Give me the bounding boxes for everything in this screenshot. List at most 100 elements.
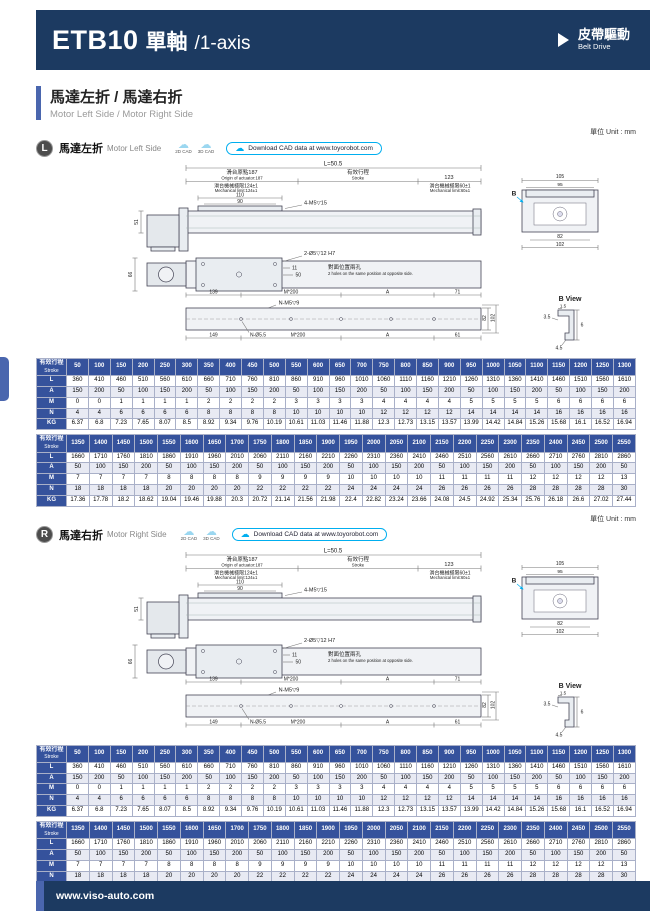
table-cell: 50 xyxy=(521,848,545,861)
stroke-col-header: 2450 xyxy=(566,434,591,453)
stroke-col-header: 950 xyxy=(459,357,483,377)
table-cell: 2860 xyxy=(612,451,636,464)
row-label: L xyxy=(36,451,67,464)
drawing-shape xyxy=(521,564,599,637)
table-cell: 11.03 xyxy=(306,418,330,431)
table-cell: 50 xyxy=(547,386,571,398)
stroke-col-header: 1850 xyxy=(293,820,318,840)
table-cell: 9.34 xyxy=(219,418,242,431)
b-dim-4-5: 4.5 xyxy=(556,732,563,738)
slider-top-view xyxy=(195,644,283,678)
table-cell: 22 xyxy=(293,483,318,496)
table-cell: 6 xyxy=(591,783,614,796)
drawing-shape xyxy=(132,642,303,678)
row-label: KG xyxy=(36,418,67,431)
cad-2d-link[interactable]: ☁ 2D CAD xyxy=(175,140,192,155)
table-cell: 6 xyxy=(153,794,177,807)
table-cell: 50 xyxy=(109,386,133,398)
table-cell: 1760 xyxy=(111,838,136,850)
table-cell: 100 xyxy=(179,848,204,861)
table-cell: 12 xyxy=(372,407,396,420)
table-cell: 910 xyxy=(306,375,330,388)
mech-limit-left-cjk: 滑台機械極限124±1 xyxy=(214,569,258,576)
drive-type: 皮帶驅動 Belt Drive xyxy=(557,27,630,52)
rail-body xyxy=(185,597,482,620)
table-cell: 1060 xyxy=(372,375,396,388)
dim-110: 110 xyxy=(236,193,244,199)
drawing-shape xyxy=(138,597,144,620)
stroke-col-header: 2000 xyxy=(361,820,386,840)
table-cell: 810 xyxy=(262,375,286,388)
drawing-shape xyxy=(146,257,482,292)
table-cell: 1860 xyxy=(157,451,181,464)
table-cell: 2710 xyxy=(543,451,568,464)
table-cell: 15.26 xyxy=(525,418,549,431)
stroke-col-header: 1350 xyxy=(66,434,90,453)
table-cell: 10 xyxy=(407,473,431,485)
table-cell: 4 xyxy=(66,794,89,807)
table-cell: 200 xyxy=(225,462,249,475)
table-cell: 2660 xyxy=(521,451,545,464)
table-cell: 150 xyxy=(202,462,227,475)
cad-3d-link[interactable]: ☁ 3D CAD xyxy=(203,526,220,542)
stroke-col-header: 1350 xyxy=(66,820,90,840)
website-url[interactable]: www.viso-auto.com xyxy=(56,890,155,902)
table-cell: 24 xyxy=(407,483,431,496)
table-cell: 8 xyxy=(219,407,242,420)
table-cell: 200 xyxy=(589,848,613,861)
drawing-shape xyxy=(282,255,303,262)
table-cell: 6.37 xyxy=(66,805,89,817)
table-cell: 2760 xyxy=(566,838,591,850)
table-cell: 14 xyxy=(503,794,527,807)
table-cell: 150 xyxy=(591,772,614,785)
table-cell: 10 xyxy=(384,473,409,485)
origin-label-en: Origin of actuator:187 xyxy=(221,176,263,181)
table-cell: 200 xyxy=(437,386,461,398)
axis-title-cjk: 單軸 xyxy=(145,30,188,54)
table-cell: 710 xyxy=(219,761,242,774)
table-cell: 150 xyxy=(202,848,227,861)
table-cell: 28 xyxy=(543,483,568,496)
table-cell: 6.8 xyxy=(87,418,111,431)
stroke-col-header: 1550 xyxy=(157,820,181,840)
download-cad-button[interactable]: ☁ Download CAD data at www.toyorobot.com xyxy=(226,141,382,155)
end-dim-82: 82 xyxy=(557,234,563,240)
cad-2d-link[interactable]: ☁ 2D CAD xyxy=(181,526,198,542)
table-cell: 150 xyxy=(66,386,89,398)
stroke-col-header: 1250 xyxy=(591,357,614,377)
table-cell: 11 xyxy=(498,473,522,485)
stroke-col-header: 2000 xyxy=(361,434,386,453)
stroke-col-header: 1800 xyxy=(270,434,295,453)
row-label: M xyxy=(36,396,67,409)
slider-plate xyxy=(197,205,283,212)
panel-right-title-cjk: 馬達右折 xyxy=(59,529,103,542)
table-cell: 1460 xyxy=(547,375,571,388)
drawing-shape xyxy=(185,165,482,185)
stroke-col-header: 1200 xyxy=(569,744,592,763)
table-cell: 7 xyxy=(66,859,90,872)
stroke-col-header: 800 xyxy=(394,357,417,377)
stroke-col-header: 1100 xyxy=(525,744,549,763)
stroke-col-header: 350 xyxy=(197,744,221,763)
table-cell: 16.1 xyxy=(569,805,592,817)
table-cell: 6 xyxy=(569,396,592,409)
cad-3d-link[interactable]: ☁ 3D CAD xyxy=(198,140,215,155)
table-cell: 9 xyxy=(293,473,318,485)
table-cell: 9 xyxy=(270,859,295,872)
table-cell: 13.99 xyxy=(459,418,483,431)
table-cell: 20.3 xyxy=(225,494,249,507)
stroke-col-header: 250 xyxy=(153,744,177,763)
drawing-shape xyxy=(201,648,205,653)
dim-110: 110 xyxy=(236,579,244,585)
table-cell: 100 xyxy=(452,462,477,475)
table-cell: 50 xyxy=(197,386,221,398)
stroke-col-header: 900 xyxy=(437,357,461,377)
table-cell: 1360 xyxy=(503,761,527,774)
download-cad-button[interactable]: ☁ Download CAD data at www.toyorobot.com xyxy=(231,528,388,542)
drawing-shape xyxy=(551,694,580,732)
b-dim-6: 6 xyxy=(581,709,584,715)
mech-limit-right-cjk: 滑台機械極限60±1 xyxy=(429,183,470,190)
table-cell: 4 xyxy=(66,407,89,420)
